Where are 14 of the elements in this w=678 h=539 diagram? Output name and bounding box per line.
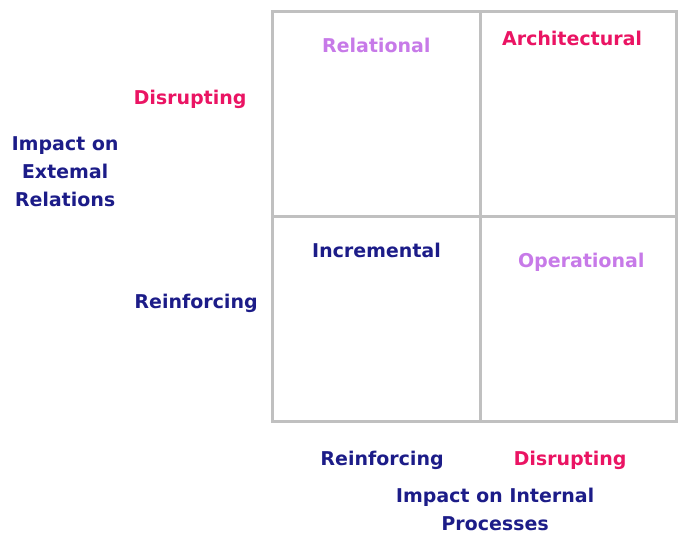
axis-level-label: Reinforcing	[319, 447, 445, 472]
quadrant-label: Operational	[518, 250, 644, 272]
axis-title: Impact on Extemal Relations	[10, 132, 120, 213]
quadrant-label: Architectural	[502, 28, 642, 50]
matrix-cell	[271, 215, 482, 423]
axis-level-label: Disrupting	[512, 447, 628, 472]
axis-level-label: Disrupting	[132, 86, 248, 111]
quadrant-label: Incremental	[312, 240, 441, 262]
axis-title: Impact on Internal Processes	[395, 484, 595, 537]
matrix-cell	[479, 215, 678, 423]
matrix-cell	[479, 10, 678, 218]
axis-level-label: Reinforcing	[133, 290, 259, 315]
quadrant-label: Relational	[322, 35, 430, 57]
matrix-cell	[271, 10, 482, 218]
